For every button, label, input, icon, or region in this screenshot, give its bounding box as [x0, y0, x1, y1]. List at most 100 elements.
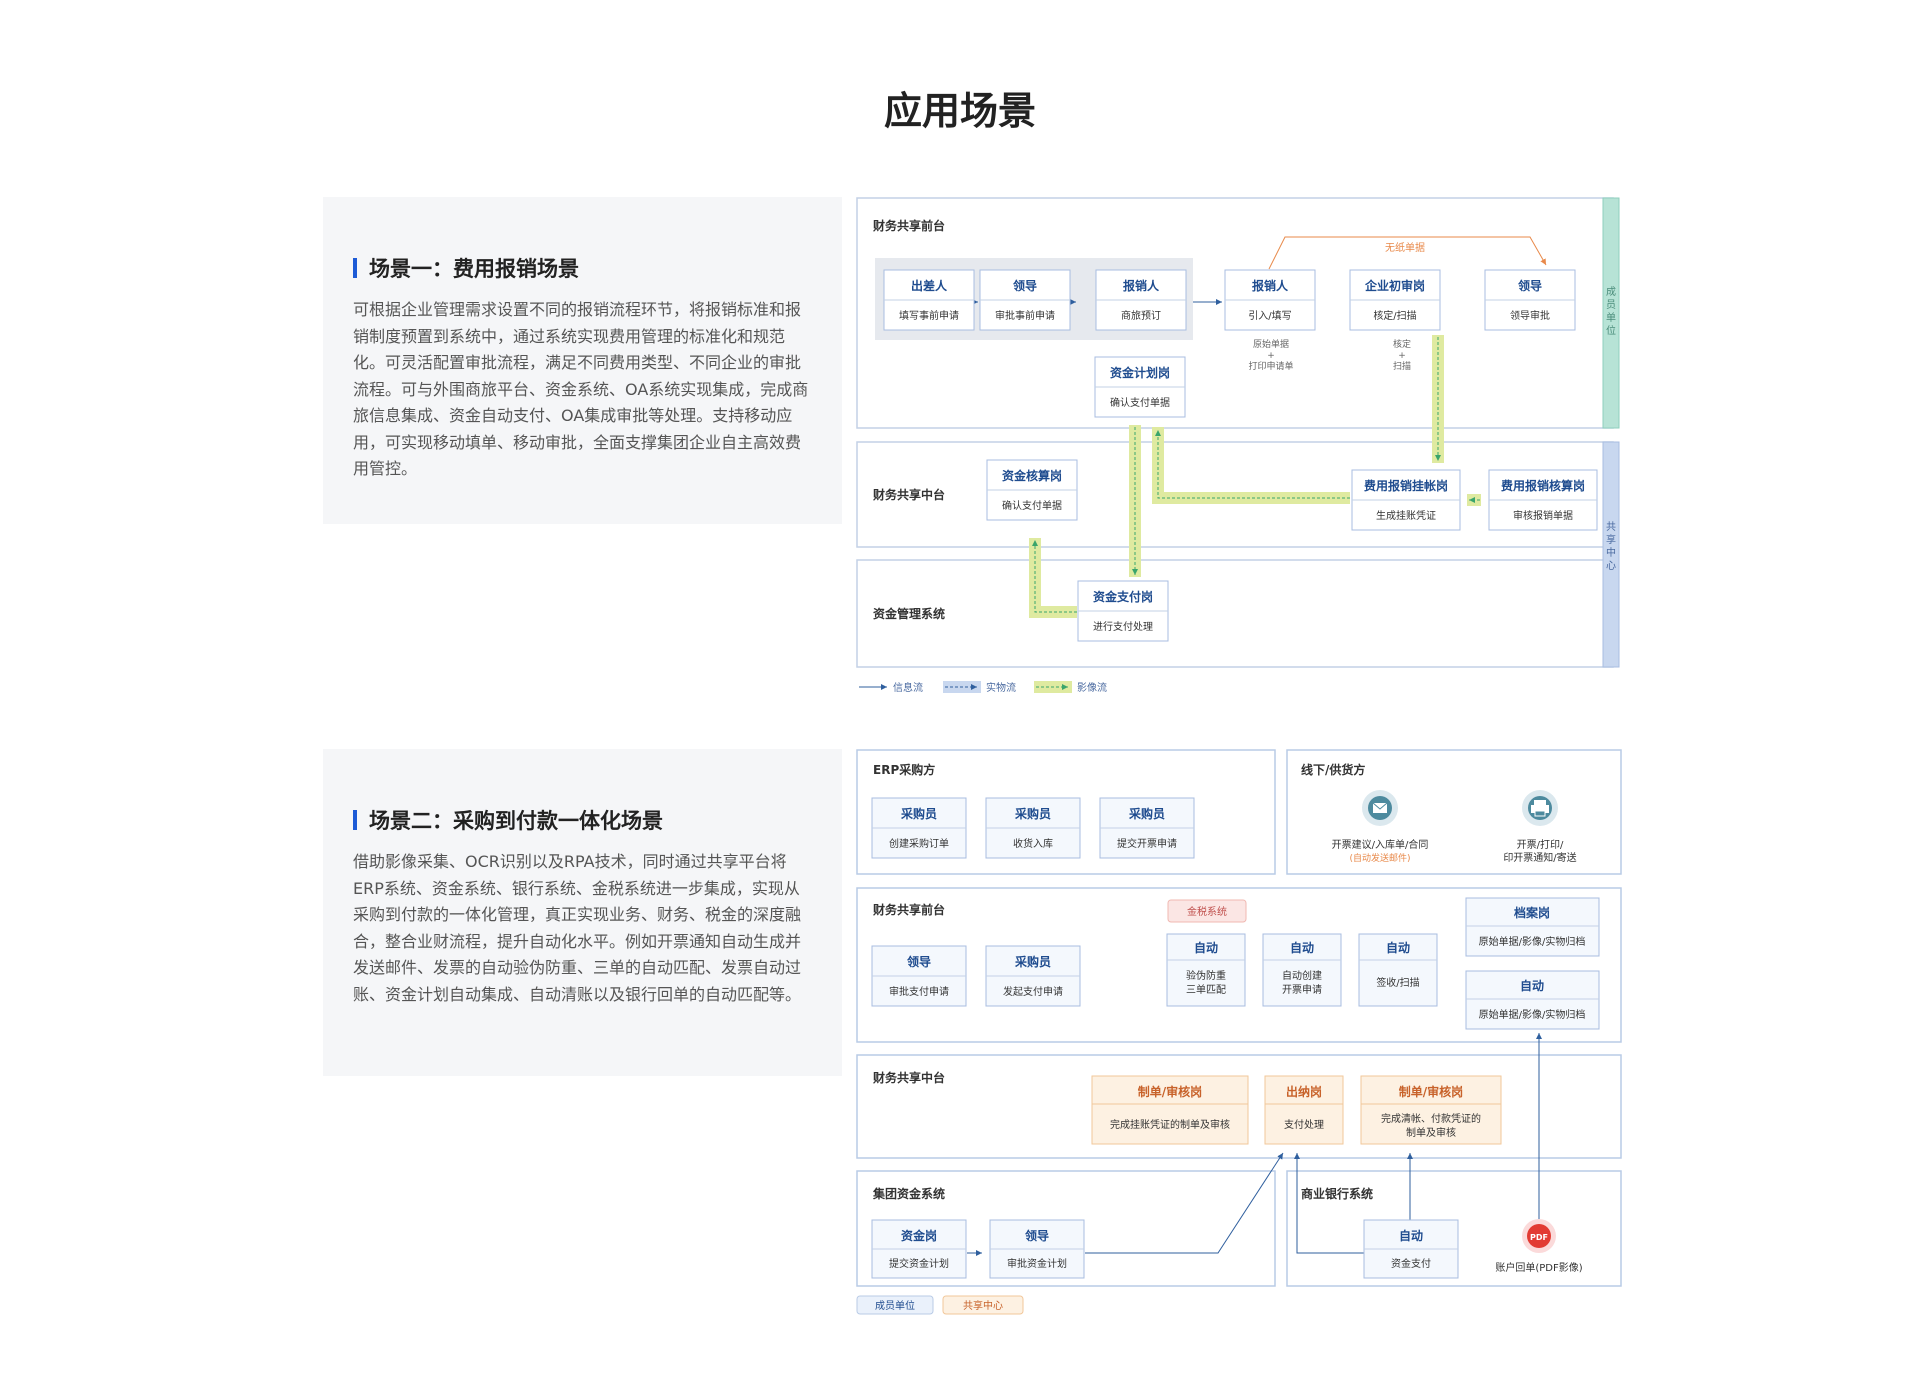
d1-boxes-b4-s-text: 引入/填写 — [1248, 309, 1291, 322]
d2-boxes-f1-t-text: 领导 — [907, 954, 931, 969]
d1-boxes-b8-s-text: 确认支付单据 — [1002, 499, 1062, 512]
mail-icon — [1362, 790, 1398, 826]
d2-pdf_icon_text-text: PDF — [1530, 1233, 1548, 1242]
image-flow-line — [1155, 430, 1350, 499]
d1-boxes-b11-s-text: 进行支付处理 — [1093, 620, 1153, 633]
mail-label: 开票建议/入库单/合同 — [1332, 838, 1429, 851]
d1-boxes-b1-s-text: 填写事前申请 — [899, 309, 959, 322]
legend-shared-label: 共享中心 — [963, 1299, 1003, 1312]
side-char: 成 — [1606, 286, 1616, 298]
d1-boxes-b4-t-text: 报销人 — [1252, 278, 1289, 293]
d2-boxes-p1-t-text: 采购员 — [900, 806, 937, 821]
d1-boxes-b2-s-text: 审批事前申请 — [995, 309, 1055, 322]
side-char: 共 — [1606, 521, 1616, 533]
scene1-desc: 可根据企业管理需求设置不同的报销流程环节，将报销标准和报销制度预置到系统中，通过… — [353, 300, 809, 478]
legend-member-swatch — [856, 1295, 934, 1315]
note-verify: 核定 — [1393, 338, 1411, 350]
scene2-card: 场景二：采购到付款一体化场景 借助影像采集、OCR识别以及RPA技术，同时通过共… — [323, 749, 842, 1076]
d1-boxes-b1-t-text: 出差人 — [911, 278, 948, 293]
note-plus: + — [1398, 351, 1406, 361]
pdf-icon: PDF — [1522, 1219, 1556, 1253]
scene1-title: 场景一：费用报销场景 — [353, 253, 579, 283]
d1-boxes-b9-s-text: 生成挂账凭证 — [1376, 509, 1436, 522]
d2-boxes-f2-t-text: 采购员 — [1014, 954, 1051, 969]
d2-boxes-m3-t-text: 制单/审核岗 — [1399, 1084, 1463, 1099]
note-original-docs: 原始单据 — [1253, 338, 1289, 350]
d2-boxes-a1-t-text: 自动 — [1194, 940, 1218, 955]
d2-boxes-r2-s-text: 原始单据/影像/实物归档 — [1479, 1008, 1586, 1021]
d2-boxes-p2-s-text: 收货入库 — [1013, 837, 1053, 850]
d2-boxes-g1-s-text: 提交资金计划 — [889, 1257, 949, 1270]
d1-boxes-b2-t-text: 领导 — [1013, 278, 1037, 293]
d2-boxes-a1-s1-text: 验伪防重 — [1186, 969, 1226, 982]
supplier-label: 线下/供货方 — [1301, 762, 1365, 777]
d1-boxes-b6-s-text: 领导审批 — [1510, 309, 1550, 322]
paperless-label: 无纸单据 — [1385, 241, 1425, 254]
d2-boxes-g1-t-text: 资金岗 — [901, 1228, 937, 1243]
note-print-request: 打印申请单 — [1248, 360, 1293, 372]
d2-boxes-a2-s2-text: 开票申请 — [1282, 983, 1322, 996]
erp-label: ERP采购方 — [873, 762, 935, 777]
legend-image-label: 影像流 — [1077, 681, 1107, 694]
legend-member-label: 成员单位 — [875, 1299, 915, 1312]
d1-boxes-b5-t-text: 企业初审岗 — [1364, 278, 1425, 293]
d2-boxes-r1-t-text: 档案岗 — [1514, 905, 1550, 920]
d2-boxes-m1-s-text: 完成挂账凭证的制单及审核 — [1110, 1118, 1230, 1131]
side-char: 中 — [1606, 546, 1616, 559]
flow-arrow — [1294, 1153, 1365, 1254]
d2-boxes-p1-s-text: 创建采购订单 — [889, 837, 949, 850]
procure-to-pay-diagram: ERP采购方 线下/供货方 财务共享前台 财务共享中台 集团资金系统 商业银行系… — [856, 749, 1622, 1315]
side-char: 心 — [1606, 560, 1616, 572]
group-fund-label: 集团资金系统 — [872, 1186, 945, 1201]
scene1-title-text: 场景一：费用报销场景 — [369, 257, 579, 281]
d1-boxes-b9-t-text: 费用报销挂帐岗 — [1364, 478, 1448, 493]
scene2-title: 场景二：采购到付款一体化场景 — [353, 805, 663, 835]
d2-boxes-a2-s1-text: 自动创建 — [1282, 969, 1322, 982]
flow-arrows — [967, 1033, 1542, 1256]
d2-boxes-k1-s-text: 资金支付 — [1391, 1257, 1431, 1270]
d2-boxes-a2-t-text: 自动 — [1290, 940, 1314, 955]
section-supplier — [1286, 749, 1622, 875]
scene2-desc: 借助影像采集、OCR识别以及RPA技术，同时通过共享平台将ERP系统、资金系统、… — [353, 852, 802, 1004]
side-char: 单 — [1606, 312, 1616, 324]
note-plus: + — [1267, 351, 1275, 361]
title-accent-bar — [353, 258, 357, 278]
lane-mid-label: 财务共享中台 — [872, 487, 945, 502]
note-scan: 扫描 — [1393, 360, 1411, 372]
d1-boxes-b5-s-text: 核定/扫描 — [1373, 309, 1416, 322]
print-label-a: 开票/打印/ — [1517, 838, 1564, 851]
bank-label: 商业银行系统 — [1301, 1186, 1373, 1201]
image-flow-line — [1032, 540, 1077, 613]
legend-shared-swatch — [942, 1295, 1024, 1315]
title-accent-bar — [353, 810, 357, 830]
side-member-label: 成员单位 — [1606, 286, 1616, 337]
d2-boxes-p3-t-text: 采购员 — [1128, 806, 1165, 821]
legend-info-label: 信息流 — [893, 681, 923, 694]
flow-arrow — [1085, 1152, 1284, 1254]
d1-boxes-b6-t-text: 领导 — [1518, 278, 1542, 293]
d2-boxes-p2-t-text: 采购员 — [1014, 806, 1051, 821]
tax-system-label: 金税系统 — [1187, 905, 1227, 918]
lane-fund — [856, 559, 1614, 668]
d2-boxes-m2-t-text: 出纳岗 — [1286, 1084, 1322, 1099]
d2-boxes-a1-s2-text: 三单匹配 — [1186, 984, 1226, 996]
d2-boxes-k1-t-text: 自动 — [1399, 1228, 1423, 1243]
d2-boxes-p3-s-text: 提交开票申请 — [1117, 837, 1177, 850]
d2-boxes-f2-s-text: 发起支付申请 — [1003, 985, 1063, 998]
